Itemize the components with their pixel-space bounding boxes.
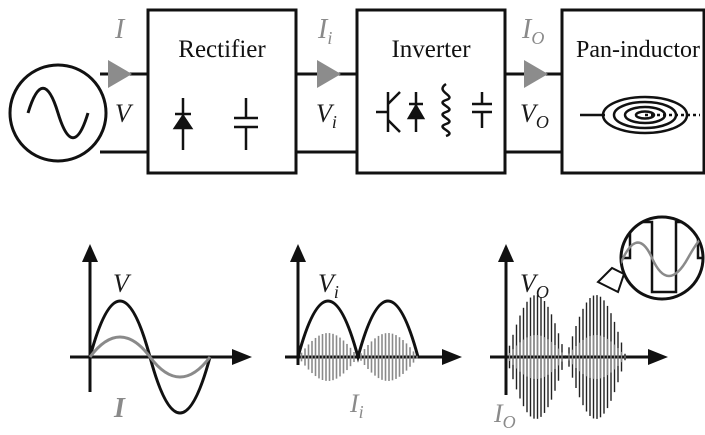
rectifier-label: Rectifier [178, 36, 266, 63]
hf-output-bursts [508, 295, 626, 419]
current-waveform [88, 335, 212, 379]
y-axis-arrow [498, 244, 514, 262]
plot3-current-label: IO [493, 399, 516, 432]
pan-inductor-block [560, 8, 705, 175]
pan-inductor-label: Pan-inductor [576, 37, 700, 63]
block-diagram: I V Rectifier Ii Vi Inverter [8, 8, 705, 175]
y-axis-arrow [82, 244, 98, 262]
current-arrow [108, 60, 132, 88]
y-axis-arrow [290, 244, 306, 262]
plot2-current-label: Ii [349, 389, 364, 422]
current-arrow [317, 60, 341, 88]
zoom-arrow-icon [596, 266, 626, 294]
x-axis-arrow [232, 349, 252, 365]
plot2-voltage-label: Vi [318, 269, 339, 302]
plot3-voltage-label: VO [520, 269, 549, 302]
plot-output-waveforms: VO IO [490, 215, 705, 432]
rectified-voltage-waveform [296, 299, 420, 363]
zoom-circle [619, 215, 705, 301]
coil-symbol [441, 82, 451, 138]
current-arrow [524, 60, 548, 88]
diode-symbol [172, 98, 194, 150]
capacitor-symbol [472, 92, 492, 128]
transistor-symbol [376, 91, 401, 133]
spiral-coil-icon [580, 95, 700, 135]
plot-rectified-waveforms: Vi Ii [285, 244, 462, 422]
inverter-block [355, 8, 507, 175]
out-voltage-label: VO [520, 99, 549, 132]
inverter-label: Inverter [391, 36, 471, 63]
plot1-current-label: I [113, 393, 126, 424]
sine-icon [26, 87, 90, 139]
rect-current-label: Ii [317, 14, 332, 48]
diode-symbol [406, 92, 426, 132]
ac-source [8, 63, 108, 163]
capacitor-symbol [234, 98, 258, 150]
plot-source-waveforms: V I [70, 244, 252, 424]
source-current-label: I [114, 14, 126, 45]
source-voltage-label: V [115, 99, 134, 128]
x-axis-arrow [442, 349, 462, 365]
plot1-voltage-label: V [113, 269, 132, 298]
rect-voltage-label: Vi [316, 99, 337, 132]
rectifier-block [146, 8, 298, 175]
x-axis-arrow [648, 349, 668, 365]
out-current-label: IO [521, 14, 544, 48]
hf-current-bursts [300, 333, 418, 381]
